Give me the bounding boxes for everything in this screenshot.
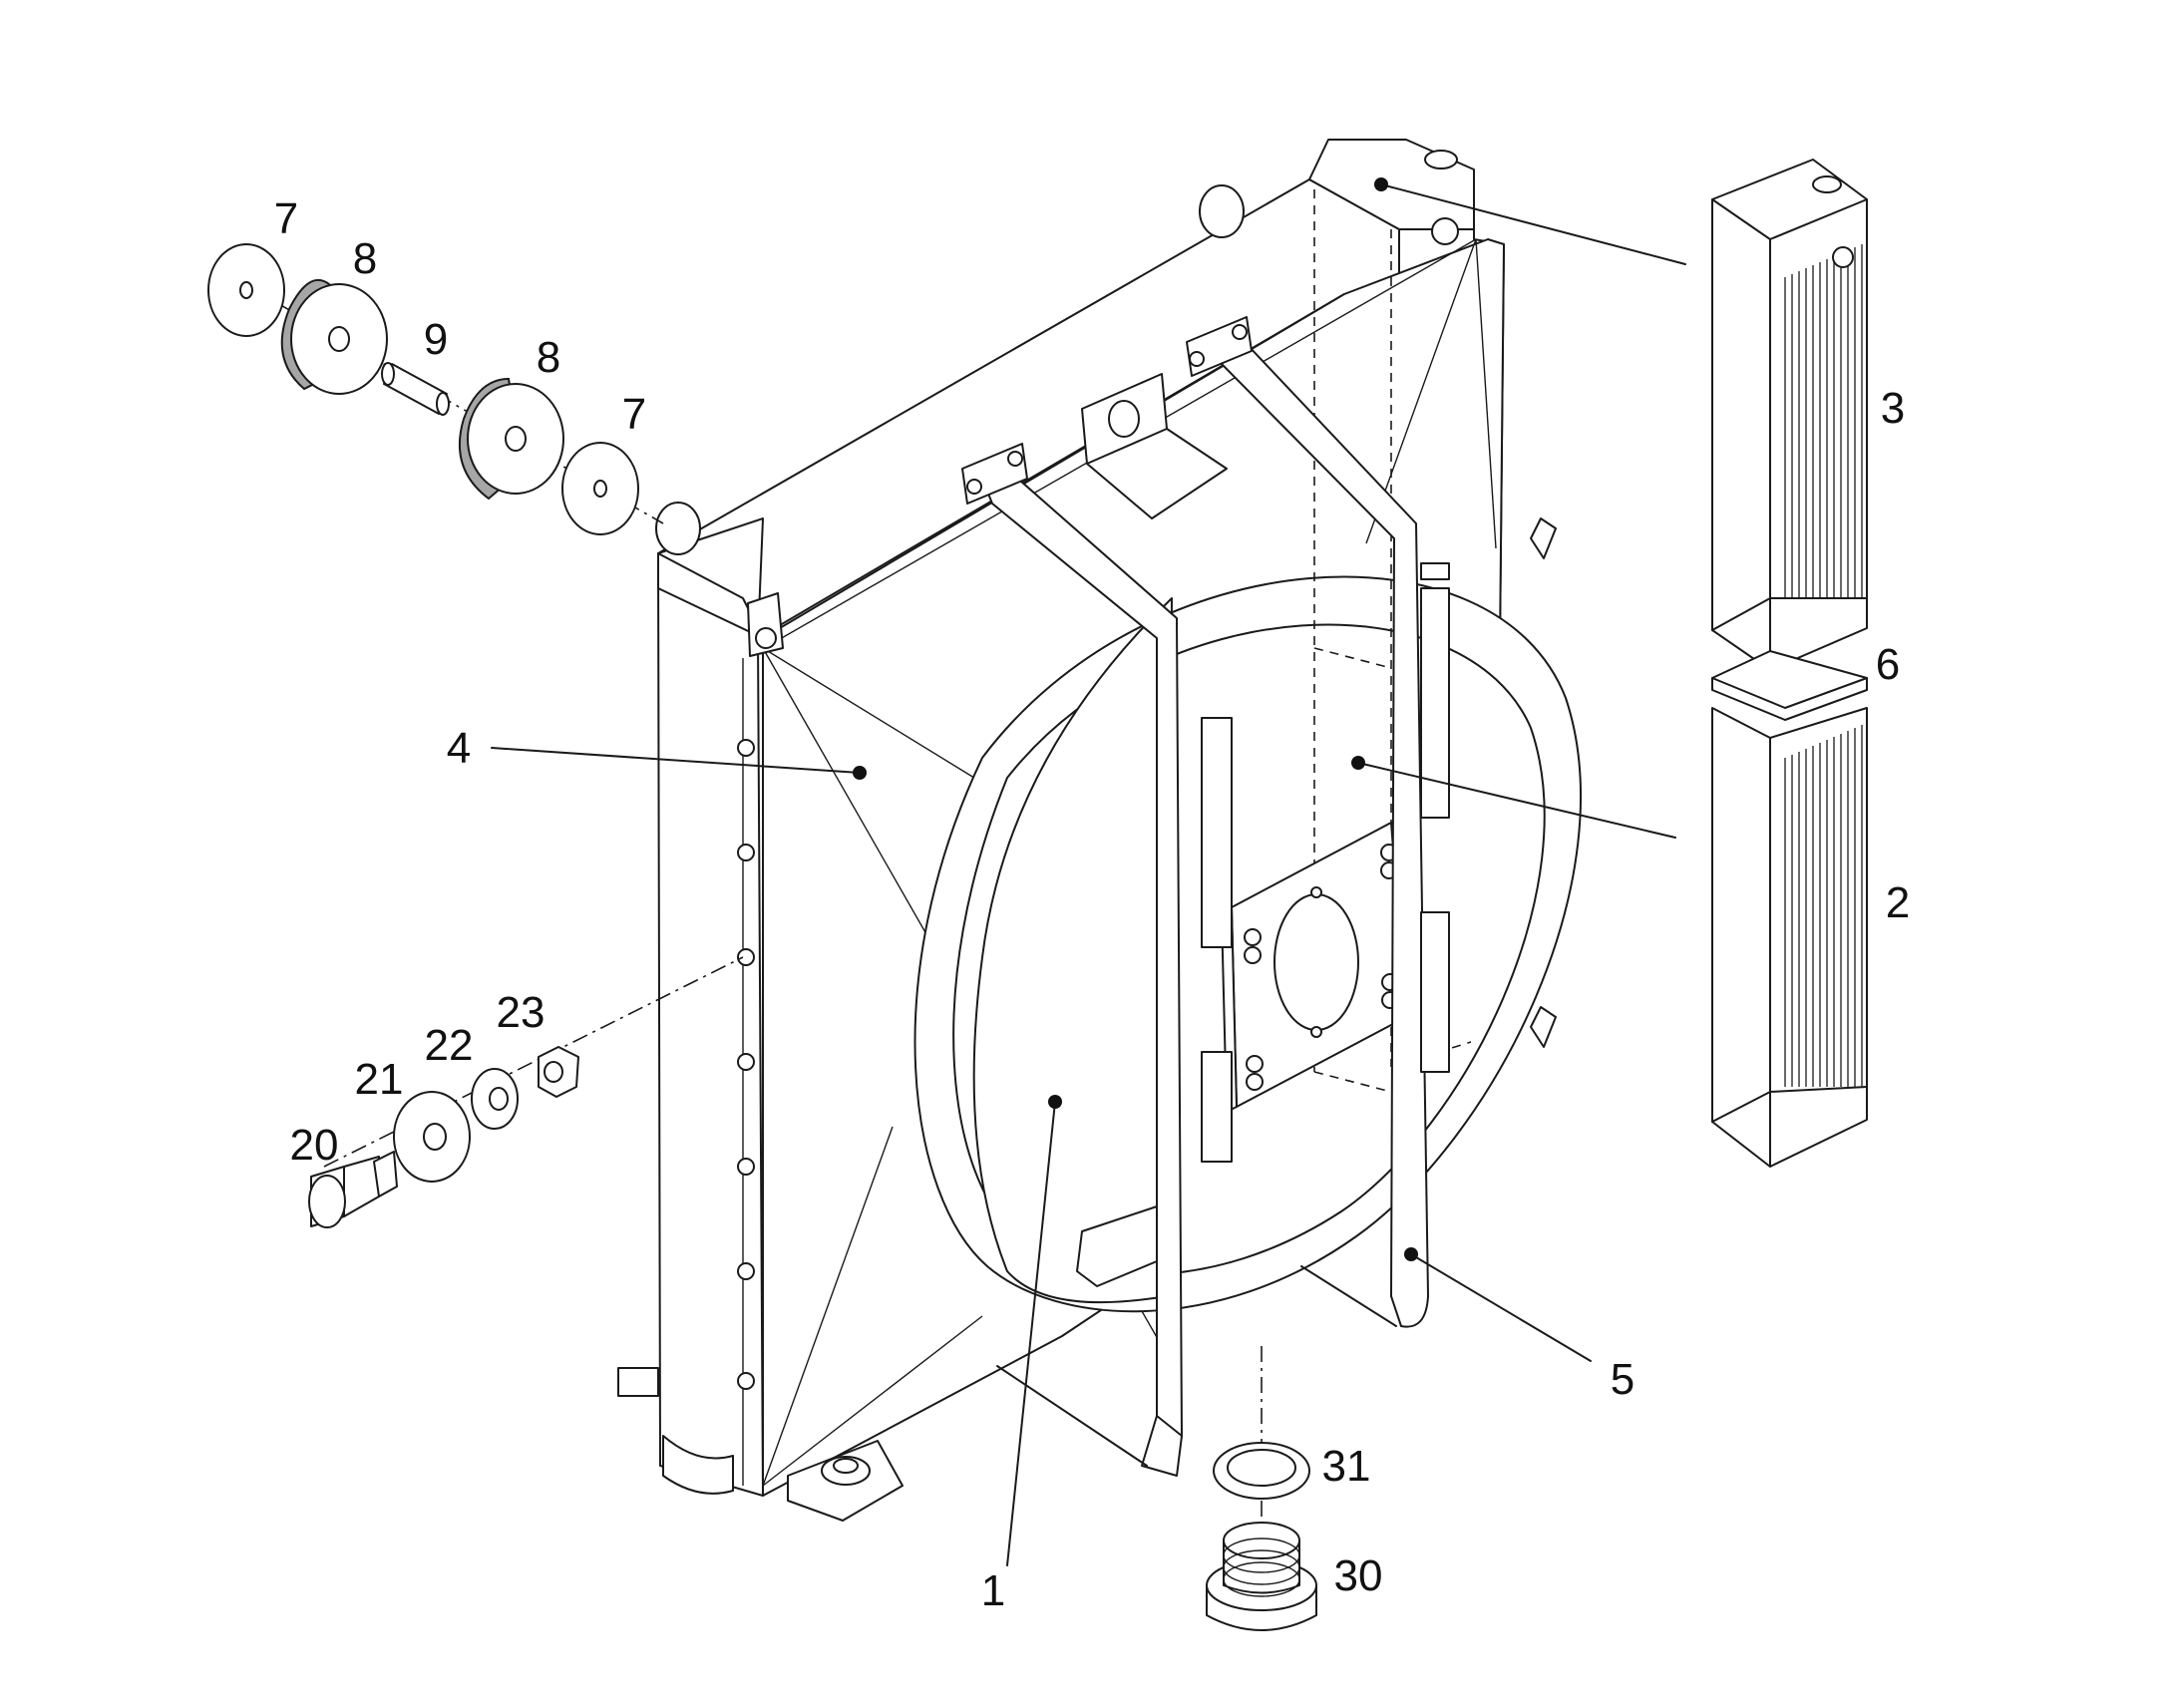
callout-7-left: 7 [274,194,298,243]
right-hinge-lower [1530,1006,1557,1048]
callout-7-right: 7 [622,390,646,439]
left-tank-bolts [737,739,755,1390]
bottom-mount-foot [787,1440,904,1522]
callout-22: 22 [425,1021,474,1070]
callout-31: 31 [1322,1442,1371,1491]
left-tank [657,552,764,1497]
callout-21: 21 [355,1055,404,1104]
callout-3: 3 [1881,384,1905,433]
radiator-assembly [617,139,1582,1522]
nut-23 [538,1046,579,1098]
fastener-set [308,956,744,1228]
callout-4: 4 [447,724,471,773]
bottom-left-bracket [617,1367,659,1397]
seal-ring-31 [1213,1442,1310,1500]
fan-front-plate [972,597,1173,1304]
bottom-center-pad [1076,1205,1158,1287]
upper-rubber-mount-stack [207,243,664,535]
callout-8-left: 8 [353,234,377,283]
callout-9: 9 [424,315,448,364]
callout-5: 5 [1611,1355,1635,1404]
callout-2: 2 [1886,878,1910,927]
motor-mount-hole [1273,893,1359,1031]
callout-1: 1 [981,1566,1005,1615]
callout-23: 23 [497,988,545,1037]
washer-22 [471,1068,519,1130]
upper-hose-stub [655,150,1459,555]
bottom-tank-curve [662,1435,734,1495]
callout-6: 6 [1876,640,1900,689]
callout-30: 30 [1334,1551,1383,1600]
washer-21 [393,1091,471,1183]
callout-labels: 1 2 3 4 5 6 7 7 8 8 9 20 21 22 23 30 31 [274,194,1910,1615]
leader-lines [491,177,1686,1566]
bolt-20 [308,1151,398,1228]
plug-30 [1206,1522,1317,1631]
mounting-frame [961,316,1450,1477]
drain-plug-assembly [1206,1346,1317,1631]
callout-8-right: 8 [537,333,560,382]
upper-cooler-core [1711,159,1868,671]
callout-20: 20 [290,1121,339,1170]
right-hinge-upper [1530,517,1557,559]
lower-cooler-core [1711,707,1868,1168]
